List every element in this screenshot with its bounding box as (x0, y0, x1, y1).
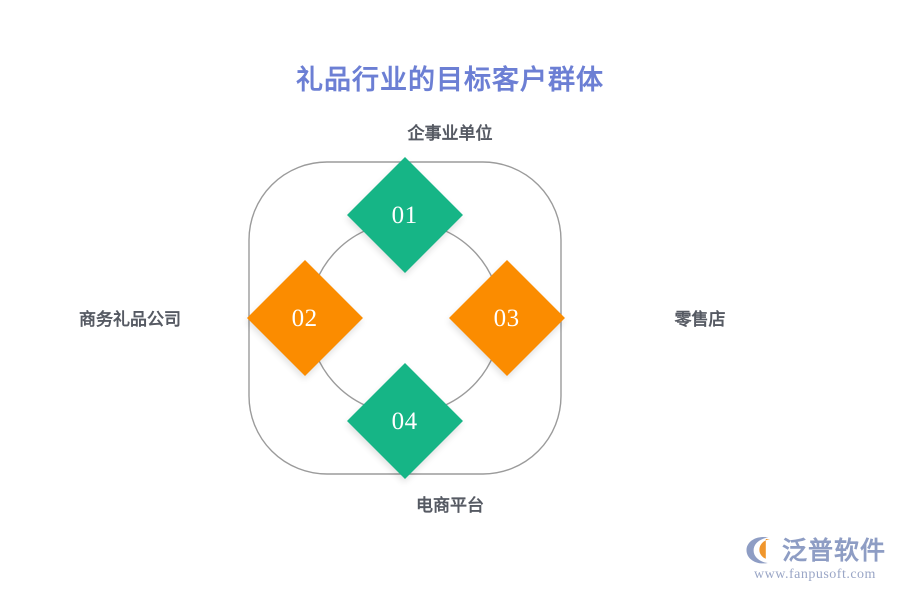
fanpu-swoosh-icon (746, 536, 770, 564)
node-number-04: 04 (392, 407, 418, 435)
logo-row: 泛普软件 (744, 535, 886, 565)
node-number-02: 02 (292, 304, 318, 332)
node-number-01: 01 (392, 201, 418, 229)
node-label-04: 电商平台 (416, 496, 484, 516)
node-label-02: 商务礼品公司 (79, 310, 181, 330)
node-number-03: 03 (494, 304, 520, 332)
node-label-03: 零售店 (674, 310, 726, 330)
page-title: 礼品行业的目标客户群体 (296, 65, 604, 96)
node-label-01: 企事业单位 (407, 124, 493, 144)
cycle-diagram: 01 02 03 04 (205, 118, 605, 518)
logo-website-url: www.fanpusoft.com (754, 567, 876, 582)
brand-logo: 泛普软件 www.fanpusoft.com (744, 535, 886, 582)
logo-company-name: 泛普软件 (781, 535, 886, 565)
